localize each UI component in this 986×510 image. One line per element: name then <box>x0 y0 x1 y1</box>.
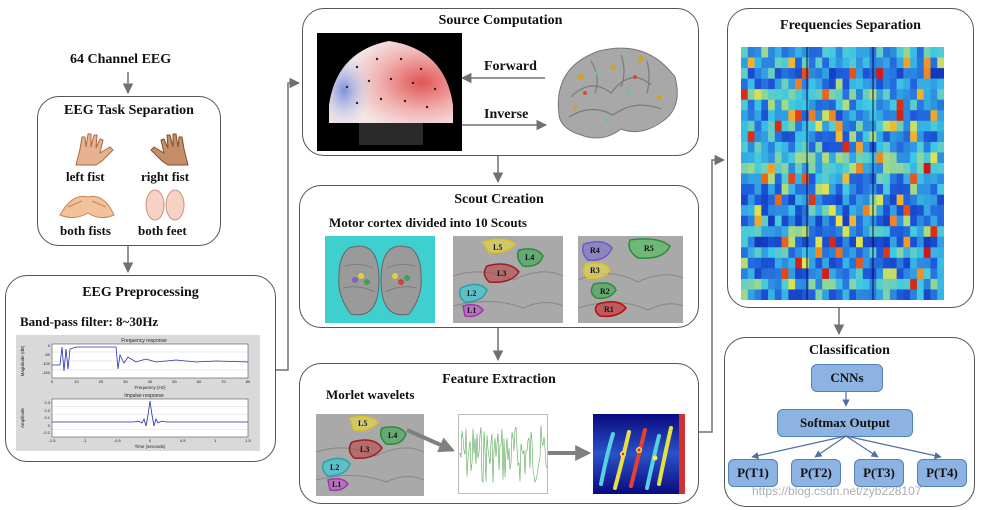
scout-label-r5: R5 <box>644 244 654 253</box>
feature-extraction-title: Feature Extraction <box>442 372 556 387</box>
imp-xtick-0: -1.5 <box>49 438 57 443</box>
freq-xtick-5: 50 <box>172 379 177 384</box>
arrow-scouts-to-signal <box>406 428 455 453</box>
freq-xlabel: Frequency (Hz) <box>134 385 166 390</box>
scouts-detail-image: L5 L4 L3 L2 L1 <box>316 414 424 496</box>
filter-response-figure: Frequency response 0 -50 -100 -150 0 10 … <box>16 335 260 451</box>
imp-ylabel: Amplitude <box>20 408 25 429</box>
arrow-feature-to-freqsep <box>699 154 726 433</box>
scout-label-l3: L3 <box>497 269 506 278</box>
source-computation-panel: Source Computation Forward Inverse <box>302 8 699 156</box>
imp-xtick-5: 1 <box>214 438 217 443</box>
freq-ylabel: Magnitude (dB) <box>20 345 25 376</box>
scout-label-r3: R3 <box>590 266 600 275</box>
label-both-fists: both fists <box>60 223 111 238</box>
label-right-fist: right fist <box>141 169 190 184</box>
scout-creation-panel: Scout Creation Motor cortex divided into… <box>299 185 699 328</box>
imp-plot-title: Impulse response <box>124 393 164 399</box>
frequencies-separation-panel: Frequencies Separation <box>727 8 974 308</box>
classification-title: Classification <box>809 343 890 358</box>
freq-ytick-1: -50 <box>44 352 51 357</box>
freq-xtick-6: 60 <box>197 379 202 384</box>
bandpass-filter-label: Band-pass filter: 8~30Hz <box>20 314 159 329</box>
source-computation-title: Source Computation <box>438 13 563 28</box>
morlet-label: Morlet wavelets <box>326 387 415 402</box>
feat-scout-label-l1: L1 <box>332 480 341 489</box>
output-node-t3: P(T3) <box>854 459 904 487</box>
cortex-surface-image <box>551 37 683 149</box>
freq-xtick-1: 10 <box>74 379 79 384</box>
freq-xtick-7: 70 <box>221 379 226 384</box>
scout-label-l4: L4 <box>525 253 534 262</box>
label-left-fist: left fist <box>66 169 105 184</box>
watermark: https://blog.csdn.net/zyb228107 <box>752 484 922 498</box>
forward-label: Forward <box>484 59 537 74</box>
arrow-softmax-to-t1 <box>751 435 847 460</box>
imp-ytick-1: 0.2 <box>44 408 50 413</box>
imp-xtick-1: -1 <box>83 438 87 443</box>
imp-ytick-0: 0.3 <box>44 400 50 405</box>
right-scouts-image: R4 R5 R3 R2 R1 <box>578 236 683 323</box>
signal-trace-image <box>458 414 548 494</box>
freq-xtick-8: 80 <box>246 379 251 384</box>
cnns-node: CNNs <box>811 364 883 392</box>
imp-xlabel: Time (seconds) <box>135 444 166 449</box>
top-view-brain-image <box>325 236 435 323</box>
scout-label-l1: L1 <box>467 306 476 315</box>
right-fist-image <box>150 133 189 166</box>
freq-xtick-4: 40 <box>148 379 153 384</box>
output-node-t1: P(T1) <box>728 459 778 487</box>
left-fist-image <box>75 133 114 166</box>
label-both-feet: both feet <box>138 223 187 238</box>
scout-label-l2: L2 <box>467 289 476 298</box>
arrow-softmax-to-t2 <box>814 435 847 458</box>
imp-ytick-2: 0.1 <box>44 415 50 420</box>
task-separation-title: EEG Task Separation <box>64 103 194 118</box>
imp-ytick-4: -0.1 <box>43 430 51 435</box>
arrow-preproc-to-source <box>276 77 301 371</box>
freq-plot-title: Frequency response <box>121 338 167 344</box>
freq-xtick-2: 20 <box>99 379 104 384</box>
arrow-softmax-to-t3 <box>845 435 879 458</box>
scout-label-r2: R2 <box>600 287 610 296</box>
preprocessing-title: EEG Preprocessing <box>82 285 199 300</box>
scout-creation-title: Scout Creation <box>454 192 544 207</box>
freq-ytick-3: -150 <box>42 370 51 375</box>
classification-panel: Classification CNNs Softmax Output P(T1)… <box>724 337 975 507</box>
both-feet-image <box>145 189 185 221</box>
output-node-t2: P(T2) <box>791 459 841 487</box>
wavelet-spectrogram-image <box>593 414 685 494</box>
output-node-t4: P(T4) <box>917 459 967 487</box>
frequency-heatmap <box>741 47 944 300</box>
scout-subtitle: Motor cortex divided into 10 Scouts <box>329 215 527 230</box>
imp-xtick-3: 0 <box>149 438 152 443</box>
scout-label-l5: L5 <box>493 243 502 252</box>
freq-ytick-0: 0 <box>48 343 51 348</box>
feature-extraction-panel: Feature Extraction Morlet wavelets L5 L4… <box>299 363 699 504</box>
imp-ytick-3: 0 <box>48 423 51 428</box>
softmax-node: Softmax Output <box>777 409 913 437</box>
eeg-header: 64 Channel EEG <box>70 52 172 67</box>
freq-xtick-3: 30 <box>123 379 128 384</box>
left-scouts-image: L5 L4 L3 L2 L1 <box>453 236 563 323</box>
freq-ytick-2: -100 <box>42 361 51 366</box>
scout-label-r4: R4 <box>590 246 600 255</box>
scout-label-r1: R1 <box>604 305 614 314</box>
task-separation-panel: EEG Task Separation left fist right fist… <box>37 96 221 246</box>
imp-xtick-4: 0.5 <box>180 438 186 443</box>
frequencies-separation-title: Frequencies Separation <box>780 18 921 33</box>
preprocessing-panel: EEG Preprocessing Band-pass filter: 8~30… <box>5 275 276 462</box>
feat-scout-label-l5: L5 <box>358 419 367 428</box>
imp-xtick-2: -0.5 <box>114 438 122 443</box>
feat-scout-label-l2: L2 <box>330 463 339 472</box>
imp-xtick-6: 1.5 <box>245 438 251 443</box>
feat-scout-label-l3: L3 <box>360 445 369 454</box>
freq-xtick-0: 0 <box>51 379 54 384</box>
feat-scout-label-l4: L4 <box>388 431 397 440</box>
arrow-softmax-to-t4 <box>845 435 942 460</box>
inverse-label: Inverse <box>484 107 529 122</box>
both-fists-image <box>59 195 115 219</box>
scalp-topography-image <box>317 33 462 151</box>
